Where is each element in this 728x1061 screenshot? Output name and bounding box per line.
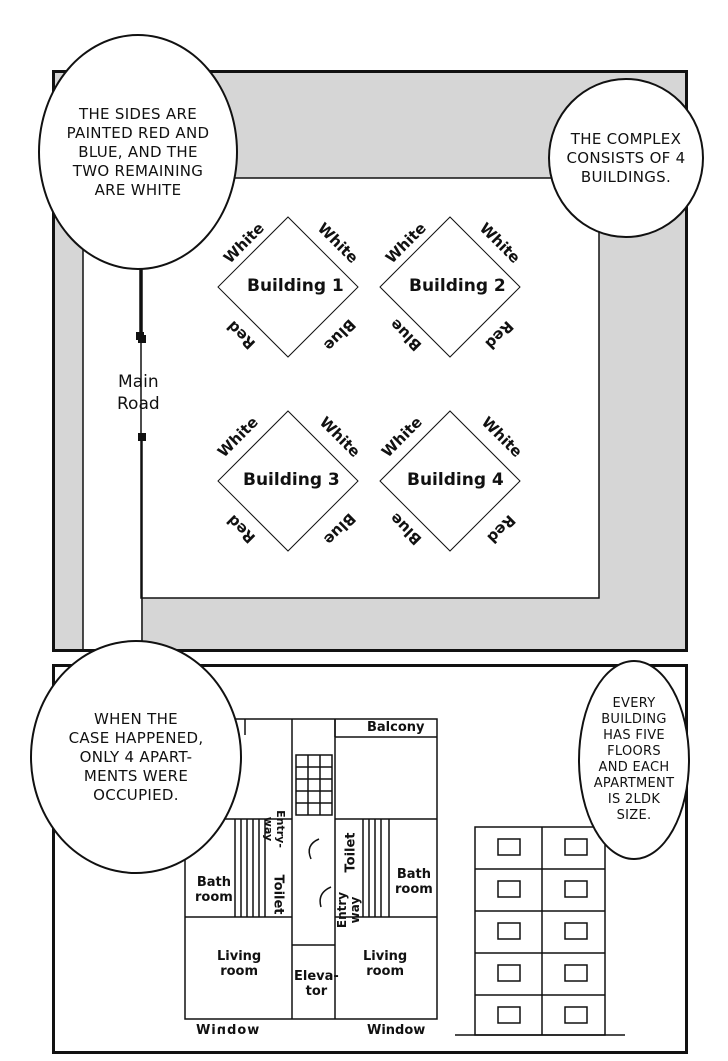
bathroom-label-left: Bath room [195,875,233,905]
speech-bubble-complex: THE COMPLEX CONSISTS OF 4 BUILDINGS. [548,78,704,238]
living-room-label-left: Living room [217,949,262,979]
toilet-label-right: Toilet [343,832,359,873]
entryway-label-left: Entry- way [261,810,287,848]
balcony-label: Balcony [367,720,425,735]
building-1-name: Building 1 [247,276,344,296]
building-3-side-se: Blue [320,509,360,549]
building-4-side-se: Red [483,511,520,547]
entryway-label-right: Entry way [335,891,363,929]
elevator-label: Eleva- tor [294,969,339,999]
building-1: Building 1 White White Red Blue [217,216,362,358]
window-label-mirrored: wobniW [195,1023,260,1038]
building-elevation [455,826,625,1036]
living-room-label-right: Living room [363,949,408,979]
building-2-side-se: Red [481,317,518,353]
speech-bubble-floors: EVERY BUILDING HAS FIVE FLOORS AND EACH … [578,660,690,860]
building-1-side-se: Blue [320,315,360,355]
building-4: Building 4 White White Blue Red [378,410,526,552]
building-3: Building 3 White White Red Blue [214,410,364,552]
speech-bubble-sides: THE SIDES ARE PAINTED RED AND BLUE, AND … [38,34,238,270]
building-3-name: Building 3 [243,470,340,490]
speech-bubble-occupied: WHEN THE CASE HAPPENED, ONLY 4 APART- ME… [30,640,242,874]
main-road-label: Main Road [117,372,160,414]
building-2: Building 2 White White Blue Red [379,216,524,358]
toilet-label-left: Toilet [270,874,286,915]
apartment-floor-plan [184,718,625,1036]
building-2-name: Building 2 [409,276,506,296]
building-4-name: Building 4 [407,470,504,490]
window-label: Window [367,1023,426,1038]
bathroom-label-right: Bath room [395,867,433,897]
